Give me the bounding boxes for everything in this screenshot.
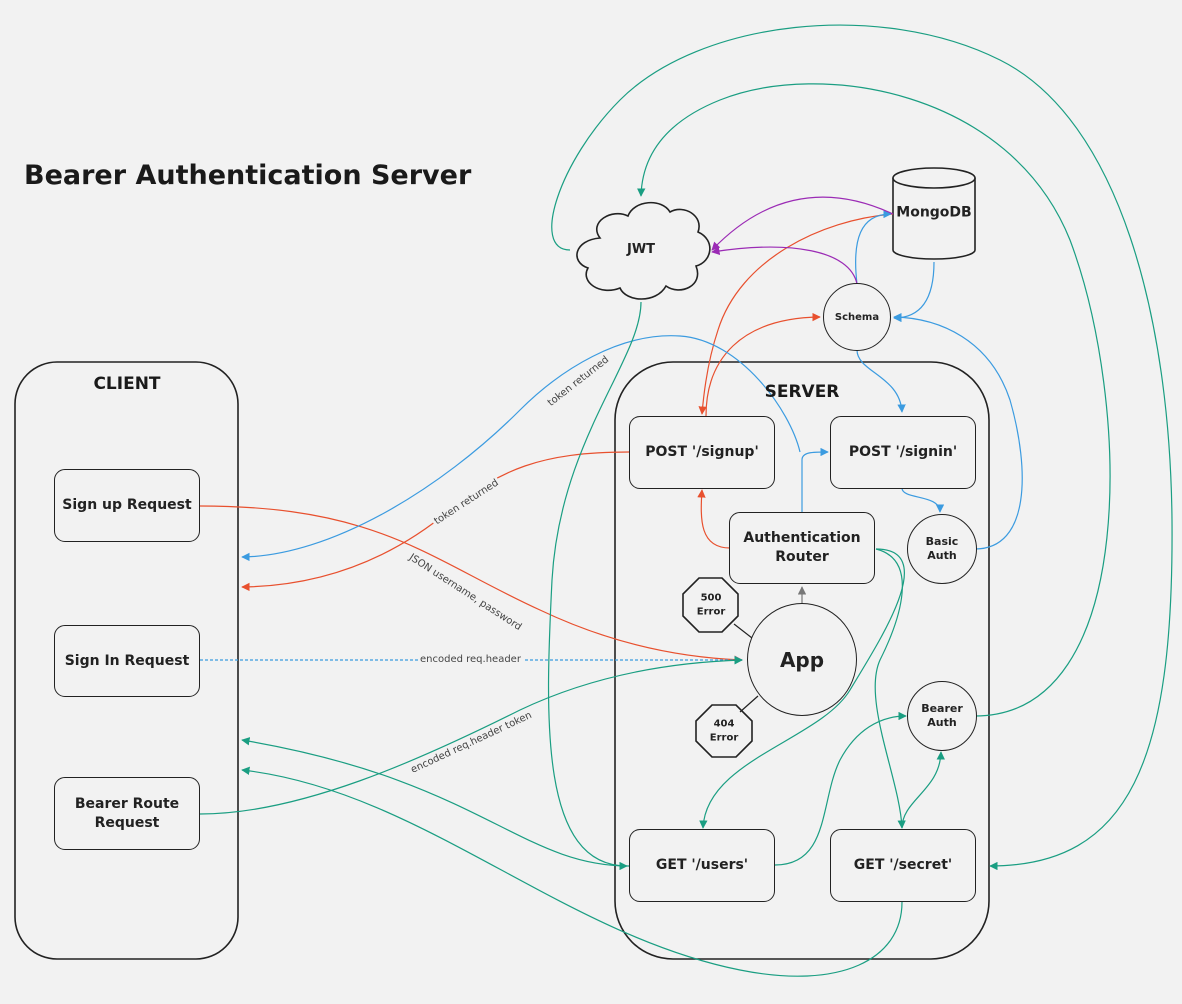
bearer-auth-node[interactable]: Bearer Auth	[907, 681, 977, 751]
edge-signup-to-schema	[705, 312, 821, 417]
post-signin-label: POST '/signin'	[848, 444, 958, 461]
edge-router-to-secret	[874, 548, 906, 829]
bearer-route-request-label: Bearer Route Request	[74, 795, 180, 831]
bearer-route-request-node[interactable]: Bearer Route Request	[54, 777, 200, 850]
edge-label-encoded-header: encoded req.header	[418, 654, 523, 666]
basic-auth-node[interactable]: Basic Auth	[907, 514, 977, 584]
edge-schema-to-signin	[856, 349, 906, 413]
page-title: Bearer Authentication Server	[24, 160, 472, 191]
error-404-label: 404 Error	[709, 718, 739, 744]
post-signup-label: POST '/signup'	[645, 444, 759, 461]
edge-signup-to-app	[199, 505, 743, 664]
signup-request-label: Sign up Request	[62, 497, 192, 514]
error-500-octagon	[682, 577, 739, 633]
edge-users-response-to-client	[241, 737, 630, 867]
signup-request-node[interactable]: Sign up Request	[54, 469, 200, 542]
get-users-node[interactable]: GET '/users'	[629, 829, 775, 902]
post-signup-node[interactable]: POST '/signup'	[629, 416, 775, 489]
error-500-connector	[733, 623, 753, 639]
server-container-title: SERVER	[764, 382, 840, 402]
error-404-connector	[739, 695, 759, 713]
basic-auth-label: Basic Auth	[925, 534, 959, 562]
edge-secret-to-bearer-auth	[901, 751, 945, 829]
edge-schema-to-mongodb	[855, 209, 892, 285]
bearer-auth-label: Bearer Auth	[921, 701, 963, 729]
error-500-label: 500 Error	[696, 592, 726, 618]
app-node[interactable]: App	[747, 603, 857, 716]
authentication-router-label: Authentication Router	[743, 530, 861, 565]
edge-schema-to-jwt	[711, 246, 858, 285]
edge-jwt-to-secret	[551, 24, 1173, 871]
edge-signin-token-return	[241, 335, 801, 562]
jwt-label: JWT	[626, 242, 656, 258]
post-signin-node[interactable]: POST '/signin'	[830, 416, 976, 489]
edge-users-to-bearer-auth	[774, 711, 907, 866]
edge-basic-auth-to-schema	[893, 312, 1023, 550]
get-secret-node[interactable]: GET '/secret'	[830, 829, 976, 902]
mongodb-label: MongoDB	[896, 204, 972, 221]
schema-node[interactable]: Schema	[823, 283, 891, 351]
edge-secret-response-to-client	[241, 766, 903, 977]
schema-label: Schema	[834, 311, 880, 323]
edge-router-to-signin	[801, 447, 829, 512]
app-label: App	[779, 647, 825, 672]
edge-jwt-to-users	[547, 301, 642, 871]
signin-request-node[interactable]: Sign In Request	[54, 625, 200, 697]
jwt-cloud-shape	[576, 201, 711, 300]
client-container-title: CLIENT	[93, 374, 161, 394]
edge-mongodb-to-jwt	[711, 196, 894, 251]
edge-signin-to-basic-auth	[901, 487, 945, 513]
mongodb-cylinder-shape	[892, 167, 976, 260]
edge-bearer-request-to-app	[199, 656, 743, 815]
edge-mongodb-to-signup	[698, 213, 894, 415]
get-users-label: GET '/users'	[655, 857, 749, 874]
signin-request-label: Sign In Request	[64, 652, 190, 669]
get-secret-label: GET '/secret'	[853, 857, 953, 874]
edge-router-to-users	[699, 548, 905, 829]
authentication-router-node[interactable]: Authentication Router	[729, 512, 875, 584]
edge-bearer-auth-to-jwt	[637, 83, 1111, 717]
edge-router-to-signup	[697, 489, 731, 549]
edge-mongodb-to-schema	[893, 261, 935, 323]
